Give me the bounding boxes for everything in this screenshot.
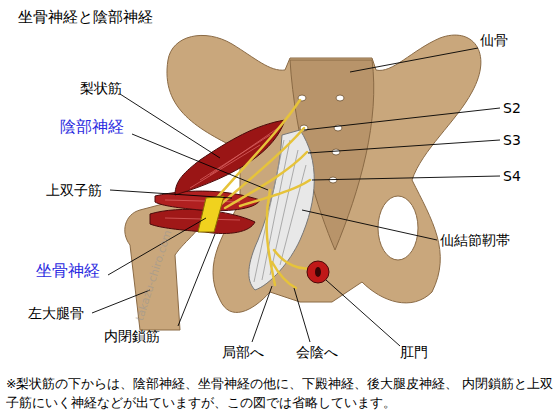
diagram-title: 坐骨神経と陰部神経	[18, 8, 153, 26]
leader-lines	[92, 48, 500, 346]
part-label: 内閉鎖筋	[104, 328, 160, 344]
part-label: 陰部神経	[60, 118, 124, 136]
anus-center	[315, 267, 321, 277]
part-label: S2	[503, 100, 521, 116]
part-label: 局部へ	[222, 344, 264, 360]
part-label: S3	[503, 132, 521, 148]
sciatic-nerve	[198, 196, 224, 232]
caption-note: ※梨状筋の下からは、陰部神経、坐骨神経の他に、下殿神経、後大腿皮神経、 内閉鎖筋…	[6, 374, 556, 412]
part-label: 左大腿骨	[28, 305, 84, 321]
part-label: S4	[503, 168, 521, 184]
part-label: 仙骨	[480, 32, 508, 48]
part-label: 坐骨神経	[36, 262, 100, 280]
part-label: 仙結節靭帯	[440, 232, 510, 248]
nerves	[215, 100, 310, 288]
pelvis-bone	[167, 35, 481, 312]
part-label: 肛門	[400, 344, 428, 360]
part-label: 上双子筋	[46, 182, 102, 198]
anus	[307, 261, 329, 283]
part-label: 梨状筋	[80, 80, 122, 96]
part-label: 会陰へ	[296, 344, 338, 360]
